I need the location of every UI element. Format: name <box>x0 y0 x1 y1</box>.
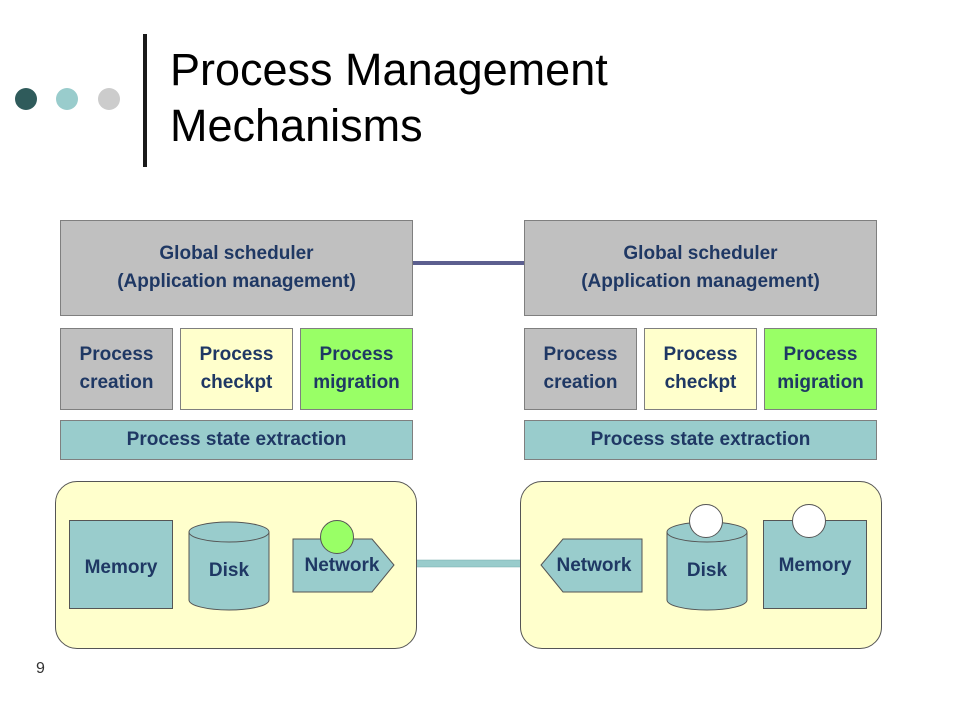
left-network-shape <box>292 538 395 593</box>
left-scheduler-line2: (Application management) <box>117 271 356 292</box>
left-migration-line1: Process <box>319 344 394 365</box>
right-migration-line2: migration <box>777 372 864 393</box>
right-process-checkpt: Process checkpt <box>644 328 757 410</box>
right-memory-process-icon <box>792 504 826 538</box>
right-checkpt-line2: checkpt <box>664 372 737 393</box>
left-process-icon <box>320 520 354 554</box>
slide-title-line1: Process Management <box>170 44 608 95</box>
left-extraction-label: Process state extraction <box>126 429 347 450</box>
dot-dark-icon <box>15 88 37 110</box>
left-memory-label: Memory <box>84 557 158 578</box>
right-extraction-label: Process state extraction <box>590 429 811 450</box>
left-scheduler-line1: Global scheduler <box>159 243 314 264</box>
left-process-state-extraction: Process state extraction <box>60 420 413 460</box>
left-checkpt-line1: Process <box>199 344 274 365</box>
right-memory: Memory <box>763 520 867 609</box>
left-network-label: Network <box>304 555 380 576</box>
right-global-scheduler: Global scheduler (Application management… <box>524 220 877 316</box>
left-process-migration: Process migration <box>300 328 413 410</box>
dot-light-icon <box>56 88 78 110</box>
right-scheduler-line1: Global scheduler <box>623 243 778 264</box>
left-process-checkpt: Process checkpt <box>180 328 293 410</box>
slide-title-line2: Mechanisms <box>170 100 423 151</box>
left-process-creation: Process creation <box>60 328 173 410</box>
right-process-state-extraction: Process state extraction <box>524 420 877 460</box>
title-divider <box>143 34 147 167</box>
right-creation-line1: Process <box>543 344 618 365</box>
right-network-label: Network <box>556 555 632 576</box>
right-checkpt-line1: Process <box>663 344 738 365</box>
right-creation-line2: creation <box>543 372 618 393</box>
left-memory: Memory <box>69 520 173 609</box>
left-disk-icon <box>188 521 270 611</box>
right-memory-label: Memory <box>778 555 852 576</box>
right-process-migration: Process migration <box>764 328 877 410</box>
slide-title: Process Management Mechanisms <box>170 42 930 154</box>
right-scheduler-line2: (Application management) <box>581 271 820 292</box>
right-migration-line1: Process <box>783 344 858 365</box>
left-global-scheduler: Global scheduler (Application management… <box>60 220 413 316</box>
left-creation-line1: Process <box>79 344 154 365</box>
left-creation-line2: creation <box>79 372 154 393</box>
right-disk-process-icon <box>689 504 723 538</box>
left-migration-line2: migration <box>313 372 400 393</box>
left-checkpt-line2: checkpt <box>200 372 273 393</box>
right-network-shape <box>540 538 643 593</box>
left-disk-label: Disk <box>208 560 250 581</box>
dot-grey-icon <box>98 88 120 110</box>
page-number: 9 <box>36 660 45 677</box>
right-disk-label: Disk <box>686 560 728 581</box>
right-process-creation: Process creation <box>524 328 637 410</box>
